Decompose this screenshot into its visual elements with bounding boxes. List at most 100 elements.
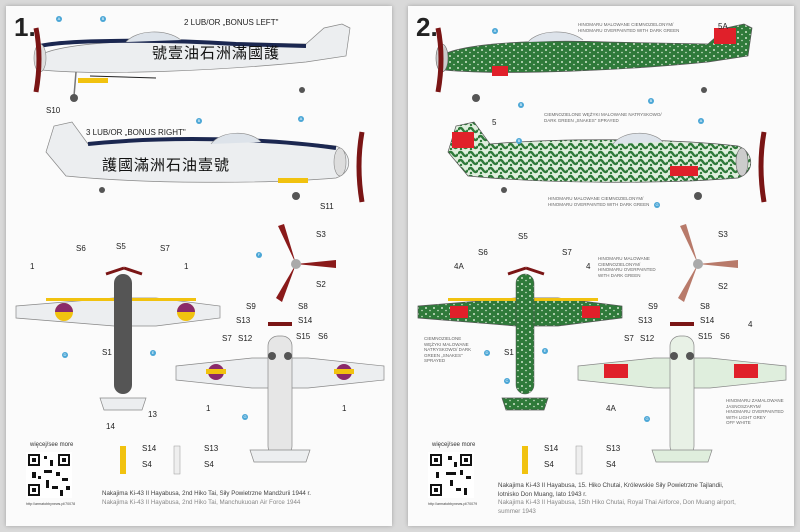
- stencil-s9: S9: [246, 302, 256, 311]
- marking-4a-bottom: 4A: [606, 404, 616, 413]
- stencil-s2-r: S2: [718, 282, 728, 291]
- plane-top-view: [15, 266, 221, 411]
- propeller-front: [276, 224, 336, 302]
- plane-1-inscription: 號壹油石洲滿國護: [152, 44, 281, 62]
- marking-1b: 1: [184, 262, 189, 271]
- stencil-s3-r: S3: [718, 230, 728, 239]
- plane-2-right-side: [45, 121, 365, 203]
- note-wing-line-3: HINOMARU OVERPAINTED: [598, 267, 656, 272]
- note-bottom-line-2: HINOMARU OVERPAINTED WITH DARK GREEN: [548, 201, 650, 207]
- marking-1c: 1: [206, 404, 211, 413]
- stencil-s12: S12: [238, 334, 253, 343]
- plane-3-left-side: [435, 23, 753, 102]
- scheme-number-right: 2.: [416, 12, 438, 42]
- plane-2-label: 3 LUB/OR „BONUS RIGHT": [86, 128, 186, 137]
- stencil-s6: S6: [76, 244, 86, 253]
- marking-4: 4: [586, 262, 591, 271]
- stencil-s8-r: S8: [700, 302, 710, 311]
- plane-2-inscription: 護國滿洲石油壹號: [102, 156, 231, 174]
- stencil-s12-r: S12: [640, 334, 655, 343]
- stencil-s7-bottom: S7: [222, 334, 232, 343]
- note-left-line-2: WĘŻYKI MALOWANE: [424, 341, 469, 347]
- marker-f: F: [256, 252, 262, 258]
- stencil-s9-r: S9: [648, 302, 658, 311]
- see-more-text-right: więcej/see more: [432, 442, 476, 448]
- stencil-s3: S3: [316, 230, 326, 239]
- stencil-s1-r: S1: [504, 348, 514, 357]
- see-more-text: więcej/see more: [30, 442, 74, 448]
- note-top-line-1: HINOMARU MALOWANE CIEMNOZIELONYM/: [578, 22, 674, 27]
- note-under-line-2: JASNOSZARYM/: [726, 403, 761, 409]
- marker-r-a2: A: [698, 118, 704, 124]
- plane-bottom-view-right: [577, 322, 787, 463]
- caption-left-en: Nakajima Ki-43 II Hayabusa, 2nd Hiko Tai…: [102, 498, 301, 506]
- marker-g: G: [242, 414, 248, 420]
- note-left-line-5: SPRAYED: [424, 358, 446, 363]
- marker-b2: B: [196, 118, 202, 124]
- plane-1-label: 2 LUB/OR „BONUS LEFT": [184, 18, 279, 27]
- note-left-line-3: NATRYSKOWO/ DARK: [424, 347, 472, 352]
- note-mid-line-1: CIEMNOZIELONE WĘŻYKI MALOWANE NATRYSKOWO…: [544, 112, 662, 117]
- note-left-line-1: CIEMNOZIELONE: [424, 336, 462, 341]
- wheel-label-r1a: S14: [544, 444, 559, 453]
- marking-13: 13: [148, 410, 157, 419]
- note-bottom: HINOMARU MALOWANE CIEMNOZIELONYM/ HINOMA…: [548, 196, 649, 207]
- stencil-s15-r: S15: [698, 332, 713, 341]
- wheel-label-2b: S4: [204, 460, 214, 469]
- caption-right-en-1: Nakajima Ki-43 II Hayabusa, 15th Hiko Ch…: [498, 499, 736, 506]
- note-mid-line-2: DARK GREEN „SNAKES" SPRAYED: [544, 117, 619, 123]
- stencil-s8: S8: [298, 302, 308, 311]
- stencil-s10: S10: [46, 106, 61, 115]
- marking-14: 14: [106, 422, 115, 431]
- marker-r-g: G: [654, 202, 660, 208]
- stencil-s7: S7: [160, 244, 170, 253]
- gear-legs-right: [522, 445, 583, 475]
- note-top: HINOMARU MALOWANE CIEMNOZIELONYM/ HINOMA…: [578, 22, 679, 33]
- marker-r-c: C: [504, 378, 510, 384]
- marker-r-a: A: [492, 28, 498, 34]
- plane-top-view-right: [417, 266, 623, 411]
- stencil-s7-bottom-r: S7: [624, 334, 634, 343]
- note-top-line-2: HINOMARU OVERPAINTED WITH DARK GREEN: [578, 27, 680, 33]
- note-under-line-1: HINOMARU ZAMALOWANE: [726, 398, 784, 403]
- marker-r-b2: B: [648, 98, 654, 104]
- stencil-s6-r: S6: [478, 248, 488, 257]
- qr-code-right: [428, 452, 474, 498]
- wheel-label-2a: S13: [204, 444, 219, 453]
- gear-legs: [120, 445, 181, 475]
- marker-r-d: D: [484, 350, 490, 356]
- wheel-label-1b: S4: [142, 460, 152, 469]
- stencil-s14: S14: [298, 316, 313, 325]
- scheme-number: 1.: [14, 12, 36, 42]
- stencil-s5: S5: [116, 242, 126, 251]
- marking-4-bottom: 4: [748, 320, 753, 329]
- plane-1-left-side: [33, 23, 351, 102]
- caption-right: Nakajima Ki-43 II Hayabusa, 15. Hiko Chu…: [498, 482, 736, 516]
- caption-right-pl-2: lotnisko Don Muang, lato 1943 r.: [498, 490, 587, 498]
- marking-5: 5: [492, 118, 497, 127]
- marking-1a: 1: [30, 262, 35, 271]
- note-left: CIEMNOZIELONE WĘŻYKI MALOWANE NATRYSKOWO…: [424, 336, 471, 364]
- marker-r-e: E: [542, 348, 548, 354]
- qr-code: [26, 452, 72, 498]
- wheel-label-r2a: S13: [606, 444, 621, 453]
- marker-r-b: B: [518, 102, 524, 108]
- stencil-s6-bottom-r: S6: [720, 332, 730, 341]
- see-more-url[interactable]: http://armatobbynews.pl/70078: [26, 502, 76, 506]
- marker-a: A: [56, 16, 62, 22]
- marker-r-g2: G: [644, 416, 650, 422]
- note-wing-line-1: HINOMARU MALOWANE: [598, 256, 650, 261]
- marking-4a: 4A: [454, 262, 464, 271]
- stencil-s7-r: S7: [562, 248, 572, 257]
- note-under-line-4: WITH LIGHT GREY: [726, 414, 766, 420]
- propeller-front-right: [678, 224, 738, 302]
- stencil-s5-r: S5: [518, 232, 528, 241]
- wheel-label-r2b: S4: [606, 460, 616, 469]
- left-artwork: [15, 23, 385, 498]
- note-under-line-5: OFF WHITE: [726, 420, 751, 425]
- note-left-line-4: GREEN „SNAKES": [424, 352, 463, 358]
- note-under-line-3: HINOMARU OVERPAINTED: [726, 409, 784, 414]
- see-more-url-right[interactable]: http://armatobbynews.pl/70079: [428, 502, 478, 506]
- left-page: 1. 2 LUB/OR „BONUS LEFT" 號壹油石洲滿國護 3 LUB/…: [6, 6, 392, 526]
